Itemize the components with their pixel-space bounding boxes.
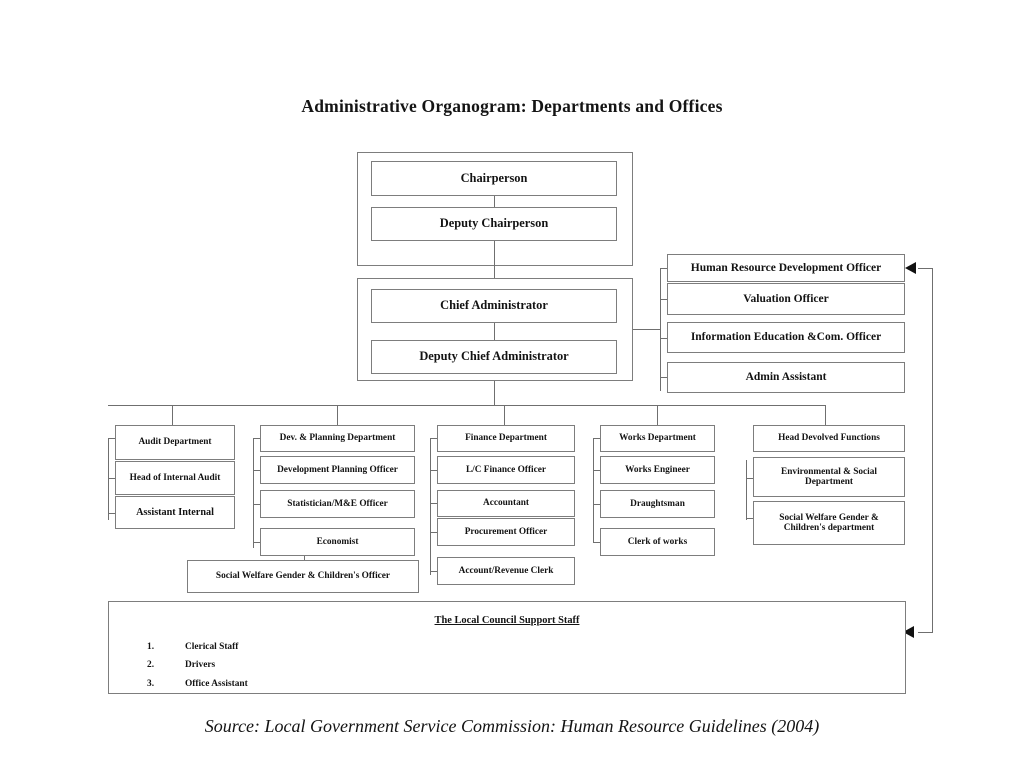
box-dev-planning-department[interactable]: Dev. & Planning Department: [260, 425, 415, 452]
source-caption: Source: Local Government Service Commiss…: [204, 716, 820, 736]
list-item-label: Office Assistant: [185, 678, 248, 689]
connector-chairperson-chief-admin: [494, 241, 496, 278]
box-procurement-officer[interactable]: Procurement Officer: [437, 518, 575, 546]
finance-stub-4: [430, 571, 438, 573]
list-item-label: Drivers: [185, 660, 216, 671]
connector-officer-stub-4: [660, 377, 668, 379]
box-development-planning-officer[interactable]: Development Planning Officer: [260, 456, 415, 484]
devolved-stub-2: [746, 518, 754, 520]
works-stub-3: [593, 542, 601, 544]
department-drop-finance: [504, 405, 506, 425]
box-information-education-com-officer[interactable]: Information Education &Com. Officer: [667, 322, 905, 353]
box-head-of-internal-audit[interactable]: Head of Internal Audit: [115, 461, 235, 495]
box-human-resource-development-officer[interactable]: Human Resource Development Officer: [667, 254, 905, 282]
connector-officer-riser-1: [660, 268, 662, 282]
dev-planning-stub-2: [253, 504, 261, 506]
box-lc-finance-officer[interactable]: L/C Finance Officer: [437, 456, 575, 484]
box-assistant-internal[interactable]: Assistant Internal: [115, 496, 235, 529]
box-audit-department[interactable]: Audit Department: [115, 425, 235, 460]
audit-stub-2: [108, 513, 116, 515]
finance-stub-1: [430, 470, 438, 472]
box-admin-assistant[interactable]: Admin Assistant: [667, 362, 905, 393]
officer-column-spine: [660, 281, 662, 391]
connector-officer-stub-3: [660, 338, 668, 340]
box-chairperson[interactable]: Chairperson: [371, 161, 617, 196]
box-draughtsman[interactable]: Draughtsman: [600, 490, 715, 518]
list-item-number: 1.: [147, 642, 155, 652]
audit-stub-head: [108, 438, 116, 440]
box-head-devolved-functions[interactable]: Head Devolved Functions: [753, 425, 905, 452]
support-staff-heading: The Local Council Support Staff: [434, 615, 580, 626]
list-item-number: 3.: [147, 678, 155, 689]
box-environmental-social-department[interactable]: Environmental & Social Department: [753, 457, 905, 497]
connector-officer-stub-1: [660, 268, 668, 270]
box-works-department[interactable]: Works Department: [600, 425, 715, 452]
box-finance-department[interactable]: Finance Department: [437, 425, 575, 452]
box-chief-administrator[interactable]: Chief Administrator: [371, 289, 617, 323]
connector-chairperson-deputy: [494, 196, 496, 207]
list-item-number: 2.: [147, 660, 155, 671]
finance-stub-3: [430, 532, 438, 534]
box-social-welfare-gender-childrens-department[interactable]: Social Welfare Gender & Children's depar…: [753, 501, 905, 545]
feedback-loop-bottom-segment: [918, 632, 933, 634]
works-stub-1: [593, 470, 601, 472]
connector-chief-admin-deputy: [494, 323, 496, 340]
finance-stub-head: [430, 438, 438, 440]
works-stub-head: [593, 438, 601, 440]
box-deputy-chief-administrator[interactable]: Deputy Chief Administrator: [371, 340, 617, 374]
connector-deputychiefadmin-to-bus: [494, 381, 496, 405]
audit-stub-1: [108, 478, 116, 480]
department-drop-devolved-functions: [825, 405, 827, 425]
feedback-arrow-to-hrd-officer: [905, 262, 916, 274]
box-works-engineer[interactable]: Works Engineer: [600, 456, 715, 484]
department-drop-audit: [172, 405, 174, 425]
page-title: Administrative Organogram: Departments a…: [301, 96, 723, 116]
dev-planning-stub-1: [253, 470, 261, 472]
box-accountant[interactable]: Accountant: [437, 490, 575, 517]
feedback-arrow-to-support-staff: [903, 626, 914, 638]
dev-planning-stub-3: [253, 542, 261, 544]
devolved-stub-1: [746, 478, 754, 480]
department-bus: [108, 405, 826, 407]
box-social-welfare-gender-childrens-officer[interactable]: Social Welfare Gender & Children's Offic…: [187, 560, 419, 593]
box-valuation-officer[interactable]: Valuation Officer: [667, 283, 905, 315]
works-stub-2: [593, 504, 601, 506]
dev-planning-column-spine: [253, 438, 255, 548]
works-column-spine: [593, 438, 595, 543]
dev-planning-stub-head: [253, 438, 261, 440]
feedback-loop-vertical: [932, 268, 934, 633]
connector-officer-stub-2: [660, 299, 668, 301]
connector-to-social-welfare-officer: [304, 556, 306, 561]
box-clerk-of-works[interactable]: Clerk of works: [600, 528, 715, 556]
finance-stub-2: [430, 503, 438, 505]
support-staff-list: 1. Clerical Staff 2. Drivers 3. Office A…: [147, 642, 248, 698]
department-drop-works: [657, 405, 659, 425]
box-economist[interactable]: Economist: [260, 528, 415, 556]
list-item-label: Clerical Staff: [185, 642, 239, 652]
devolved-column-spine: [746, 460, 748, 520]
list-item: 1. Clerical Staff: [147, 642, 248, 652]
list-item: 3. Office Assistant: [147, 678, 248, 689]
connector-chiefadmin-to-officer-spine: [633, 329, 661, 331]
finance-column-spine: [430, 438, 432, 575]
feedback-loop-top-segment: [918, 268, 933, 270]
department-drop-dev-planning: [337, 405, 339, 425]
box-deputy-chairperson[interactable]: Deputy Chairperson: [371, 207, 617, 241]
box-account-revenue-clerk[interactable]: Account/Revenue Clerk: [437, 557, 575, 585]
support-staff-panel: The Local Council Support Staff 1. Cleri…: [108, 601, 906, 694]
box-statistician-me-officer[interactable]: Statistician/M&E Officer: [260, 490, 415, 518]
list-item: 2. Drivers: [147, 660, 248, 671]
